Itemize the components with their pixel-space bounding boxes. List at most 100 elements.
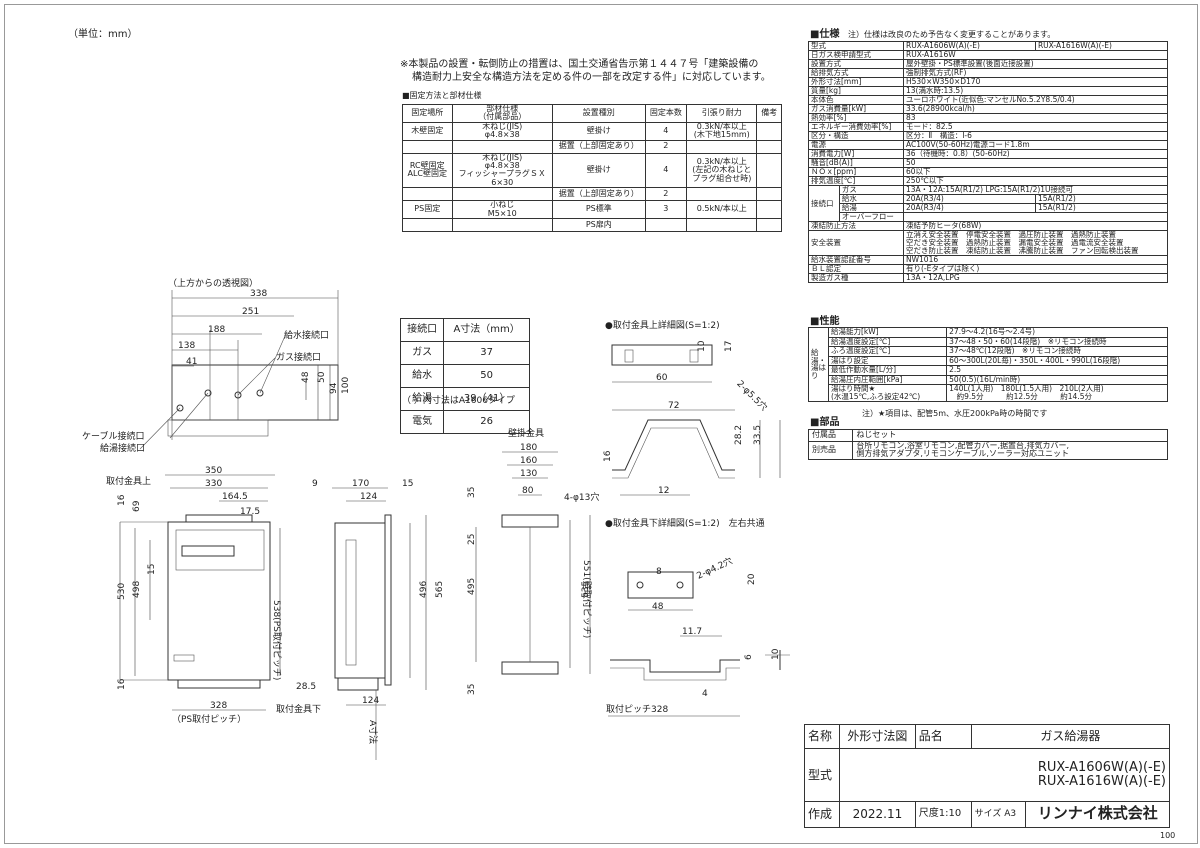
detail-bottom-title: ●取付金具下詳細図(S=1:2) 左右共通 bbox=[605, 519, 765, 529]
dimension-label: 124 bbox=[360, 492, 378, 502]
perf-value: 140L(1人用) 180L(1.5人用) 210L(2人用) 約9.5分 約1… bbox=[946, 384, 1168, 402]
dimension-label: 17.5 bbox=[240, 507, 261, 517]
spec-conn-label: 接続口 bbox=[808, 185, 840, 222]
fix-row: PS扉内 bbox=[402, 217, 782, 232]
dimension-label: 9 bbox=[312, 479, 318, 489]
spec-title: ■仕様 bbox=[810, 29, 840, 40]
dimension-label: 69 bbox=[132, 500, 142, 512]
fix-cell: 0.3kN/本以上 (左記の木ねじと プラグ組合せ時) bbox=[686, 152, 758, 189]
spec-value: 凍結予防ヒータ(68W) bbox=[903, 221, 1168, 231]
title-model-1: RUX-A1606W(A)(-E) bbox=[1037, 759, 1166, 775]
dimension-label: 130 bbox=[520, 469, 538, 479]
perf-row: 給湯・湯はり給湯能力[kW]27.9～4.2(16号～2.4号) bbox=[808, 327, 1168, 402]
title-model-2: RUX-A1616W(A)(-E) bbox=[1037, 773, 1166, 789]
bracket-bottom-label: 取付金具下 bbox=[276, 705, 322, 715]
spec-note: 注）仕様は改良のため予告なく変更することがあります。 bbox=[848, 30, 1056, 39]
fix-cell: 4 bbox=[644, 152, 688, 189]
dimension-label: 498 bbox=[132, 580, 142, 598]
dimension-label: 188 bbox=[208, 325, 226, 335]
dimension-label: 16 bbox=[117, 678, 127, 690]
dimension-label: 160 bbox=[520, 456, 538, 466]
dimension-label: 350 bbox=[205, 466, 223, 476]
dimension-label: 12 bbox=[658, 486, 670, 496]
conn-cell: 電気 bbox=[399, 410, 445, 434]
dimension-label: 10 bbox=[697, 340, 707, 352]
title-name-label: 名称 bbox=[803, 723, 841, 750]
spec-row: 安全装置立消え安全装置 停電安全装置 過圧防止装置 過熱防止装置 空だき安全装置… bbox=[808, 230, 1168, 256]
dimension-label: 10 bbox=[771, 648, 781, 660]
fix-row: RC壁固定 ALC壁固定木ねじ(JIS) φ4.8×38 フィッシャープラグＳＸ… bbox=[402, 152, 782, 189]
dimension-label: 15 bbox=[402, 479, 414, 489]
note-line-1: ※本製品の設置・転倒防止の措置は、国土交通省告示第１４４７号「建築設備の bbox=[400, 59, 759, 70]
dimension-label: 35 bbox=[467, 486, 477, 498]
sheet-number: 100 bbox=[1160, 831, 1176, 840]
dimension-label: 180 bbox=[520, 443, 538, 453]
dimension-label: 20 bbox=[747, 573, 757, 585]
pitch328-label: 取付ピッチ328 bbox=[606, 705, 669, 715]
fix-cell: 木ねじ(JIS) φ4.8×38 フィッシャープラグＳＸ 6×30 bbox=[451, 152, 553, 189]
dimension-label: 495 bbox=[467, 577, 477, 595]
fix-cell: PS扉内 bbox=[551, 217, 646, 232]
conn-cell: 37 bbox=[443, 341, 530, 365]
title-model-label: 型式 bbox=[803, 748, 841, 802]
unit-note: （単位：mm） bbox=[68, 29, 138, 40]
dimension-label: 17 bbox=[724, 340, 734, 352]
dimension-label: 48 bbox=[652, 602, 664, 612]
dimension-label: 496 bbox=[419, 580, 429, 598]
top-view-label: （上方からの透視図） bbox=[168, 279, 259, 289]
ps-pitch-label: （PS取付ピッチ） bbox=[172, 715, 247, 725]
connection-note: （ ）内寸法はA1606タイプ bbox=[402, 396, 515, 406]
fix-cell bbox=[451, 187, 553, 202]
dimension-label: 16 bbox=[117, 494, 127, 506]
fix-table: 固定場所部材仕様 （付属部品）設置種別固定本数引張り耐力備考木壁固定木ねじ(JI… bbox=[402, 104, 782, 232]
supply-water-label: 給水接続口 bbox=[284, 331, 330, 341]
ps-pitch-vertical: 538(PS取付ピッチ) bbox=[271, 600, 281, 681]
drawing-frame bbox=[4, 4, 1198, 844]
conn-cell: ガス bbox=[399, 341, 445, 365]
fix-cell bbox=[756, 217, 782, 232]
fix-table-title: ■固定方法と部材仕様 bbox=[402, 91, 482, 100]
wall-bracket bbox=[475, 451, 591, 675]
title-size-label: サイズ bbox=[974, 808, 1002, 819]
fix-row: 据置（上部固定あり）2 bbox=[402, 139, 782, 154]
gas-conn-label: ガス接続口 bbox=[276, 353, 322, 363]
title-size-value: A3 bbox=[1004, 808, 1017, 819]
side-view bbox=[332, 487, 427, 760]
dimension-label: 35 bbox=[467, 683, 477, 695]
spec-row: 凍結防止方法凍結予防ヒータ(68W) bbox=[808, 221, 1168, 231]
dimension-label: 15 bbox=[147, 563, 157, 575]
parts-value: 台所リモコン,浴室リモコン,配管カバー,据置台,排気カバー, 側方排気アダプタ,… bbox=[852, 441, 1168, 460]
dimension-label: 60 bbox=[656, 373, 668, 383]
a-dim-label: A寸法 bbox=[367, 720, 377, 745]
dimension-label: 530 bbox=[117, 582, 127, 600]
dimension-label: 33.5 bbox=[753, 424, 763, 445]
fix-cell bbox=[451, 217, 553, 232]
cable-label: ケーブル接続口 bbox=[82, 432, 145, 442]
fix-cell: 壁掛け bbox=[551, 152, 646, 189]
dimension-label: 50 bbox=[317, 371, 327, 383]
parts-row: 付属品ねじセット bbox=[807, 429, 1168, 442]
spec-value: 13A・12A,LPG bbox=[903, 272, 1168, 283]
parts-value: ねじセット bbox=[852, 429, 1168, 442]
top-view bbox=[139, 290, 339, 450]
dimension-label: 41 bbox=[186, 357, 198, 367]
dimension-label: 94 bbox=[329, 382, 339, 394]
dimension-label: 170 bbox=[352, 479, 370, 489]
fix-cell: 据置（上部固定あり） bbox=[551, 187, 646, 202]
title-made-label: 作成 bbox=[803, 800, 841, 829]
title-name-value: 外形寸法図 bbox=[839, 723, 916, 750]
dimension-label: 48 bbox=[301, 371, 311, 383]
title-item-value: ガス給湯器 bbox=[970, 723, 1171, 750]
fix-cell bbox=[756, 139, 782, 154]
perf-row: 湯はり時間★ (水温15℃,ふろ設定42℃)140L(1人用) 180L(1.5… bbox=[809, 384, 1168, 402]
perf-label: 湯はり時間★ (水温15℃,ふろ設定42℃) bbox=[827, 384, 948, 402]
dimension-label: 328 bbox=[210, 701, 228, 711]
dimension-label: 4 bbox=[702, 689, 708, 699]
title-scale-value: 1:10 bbox=[938, 808, 962, 820]
title-scale-label: 尺度 bbox=[918, 808, 939, 820]
parts-row: 別売品台所リモコン,浴室リモコン,配管カバー,据置台,排気カバー, 側方排気アダ… bbox=[807, 441, 1168, 460]
